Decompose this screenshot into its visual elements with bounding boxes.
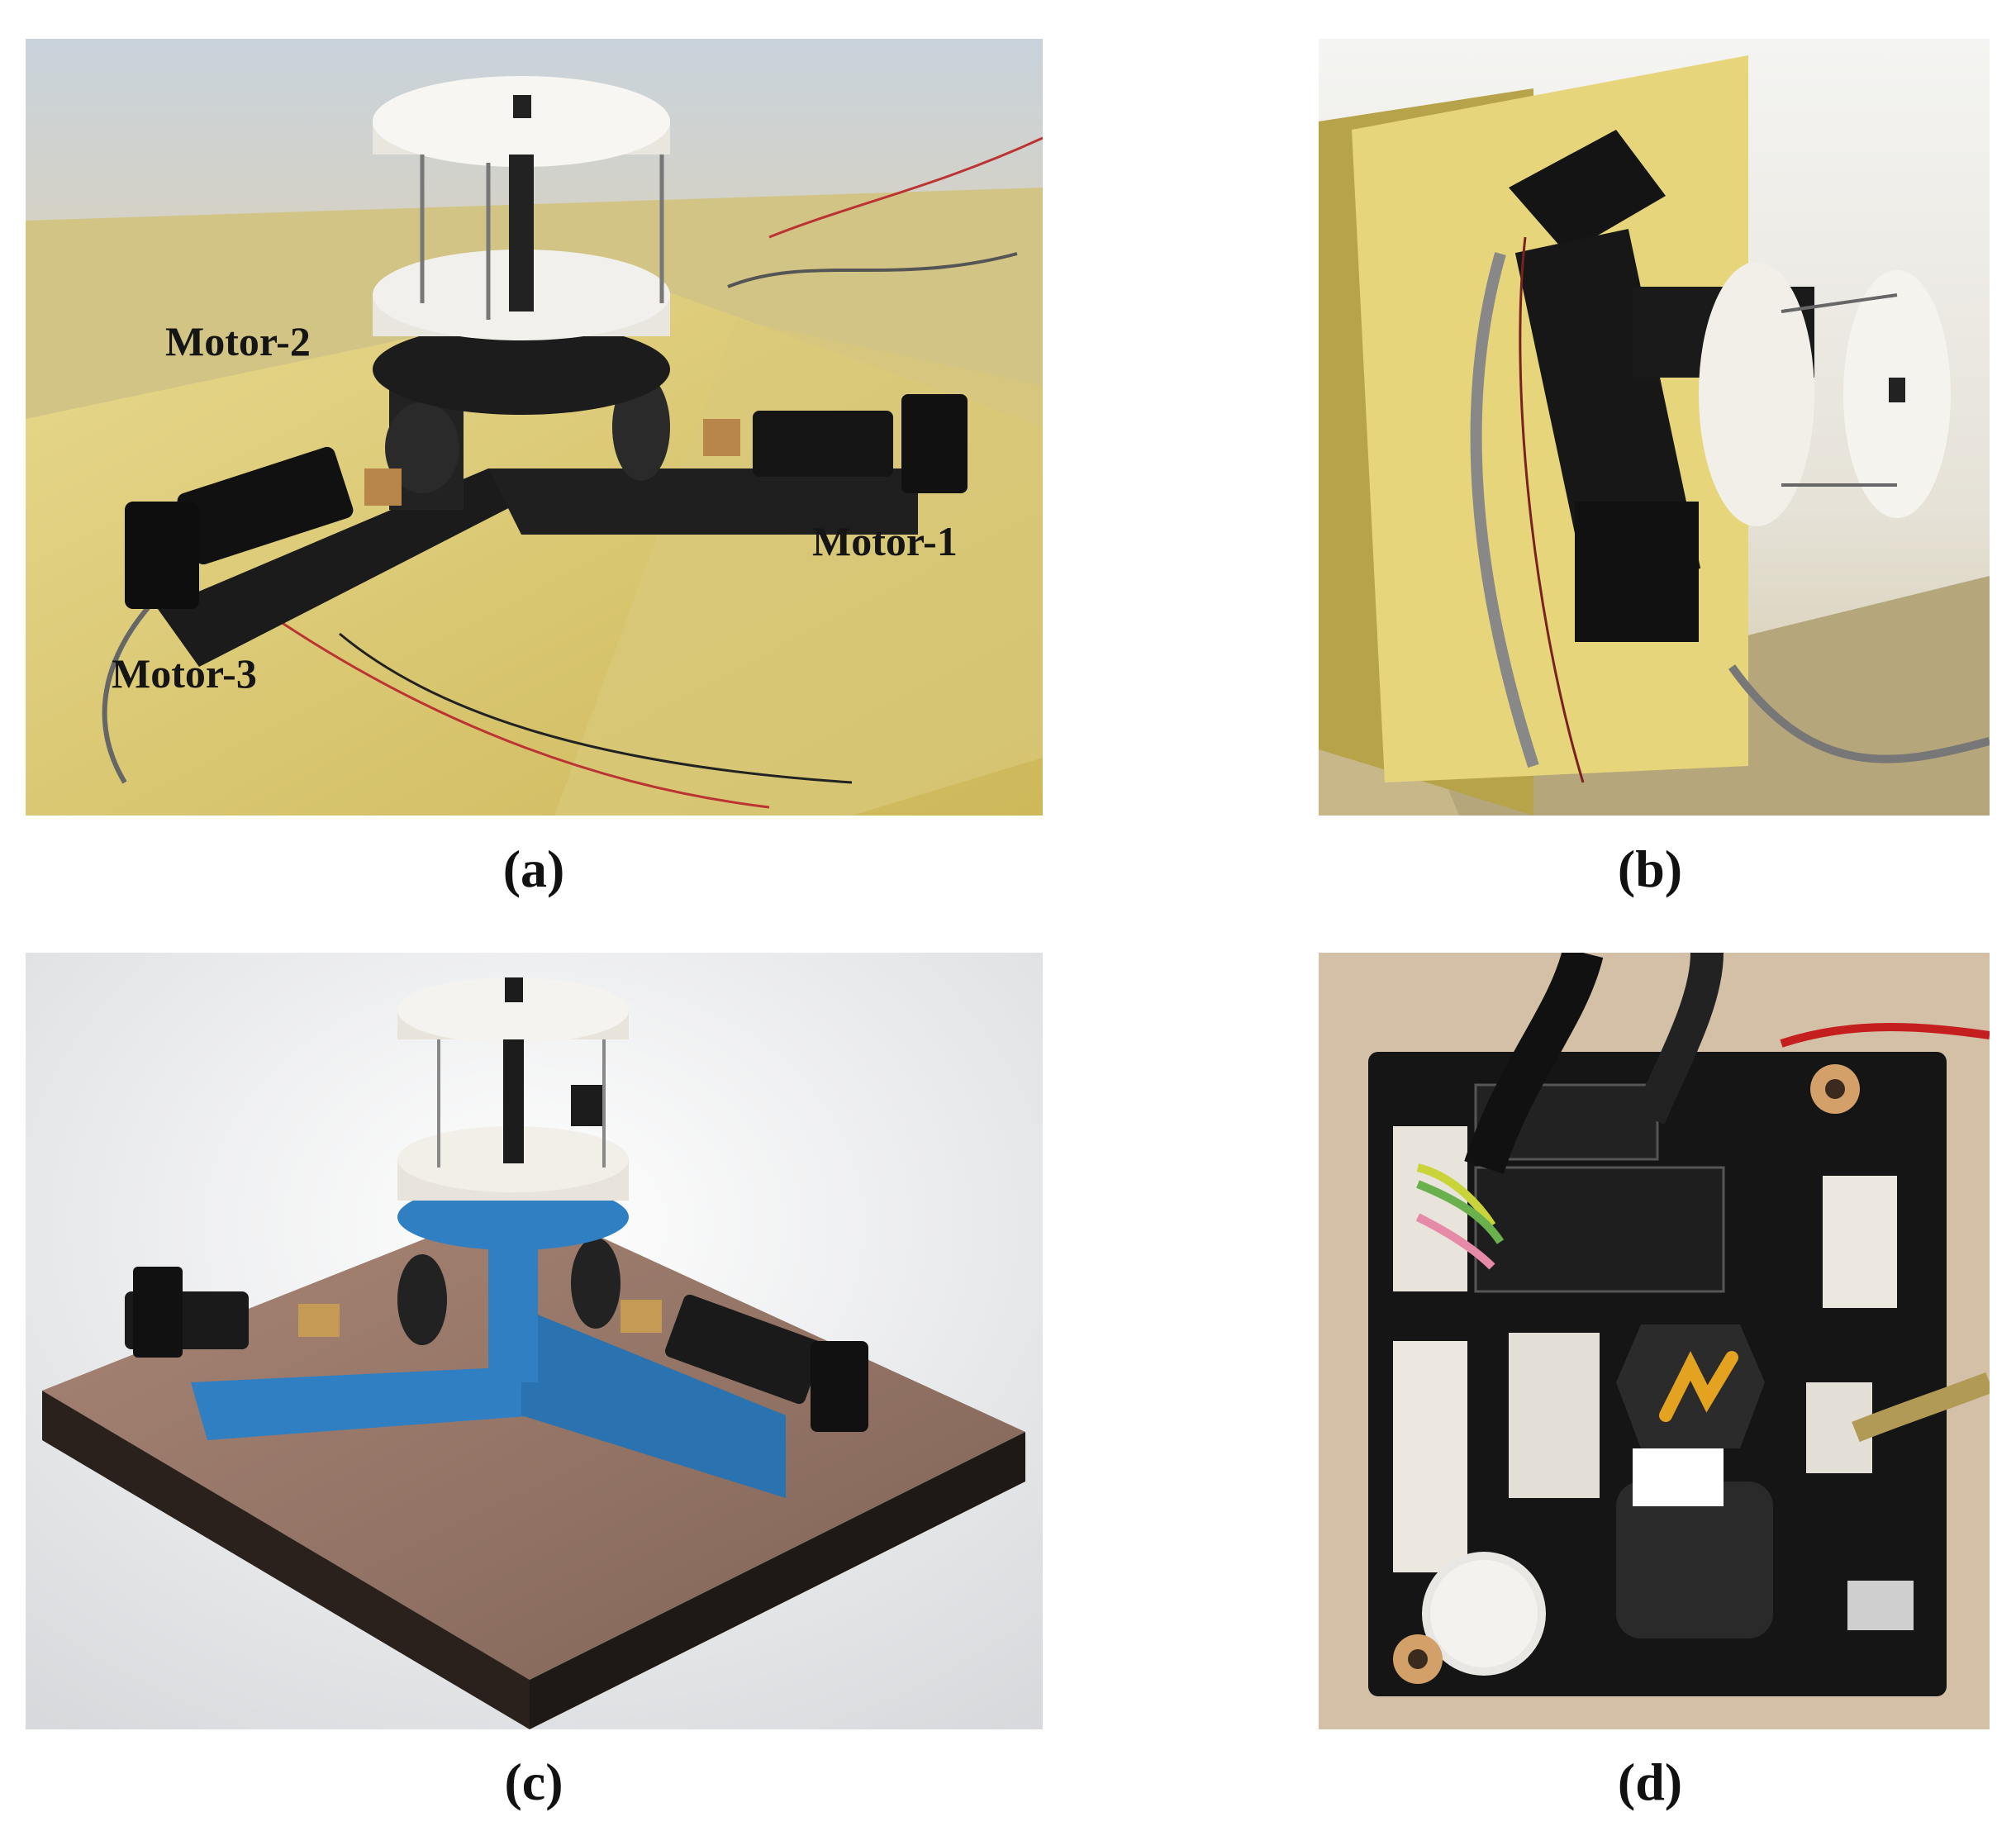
caption-c: (c) [504,1753,563,1811]
photo-panel-a [26,39,1043,816]
photo-panel-b [1319,39,1990,816]
render-panel-c [26,953,1043,1729]
cad-render-c [26,953,1043,1729]
caption-b: (b) [1617,839,1683,898]
caption-a: (a) [502,839,565,898]
prototype-photo-b [1319,39,1990,816]
motor-2-label: Motor-2 [165,318,311,364]
driver-board-photo-d [1319,953,1990,1729]
photo-panel-d [1319,953,1990,1729]
motor-3-label: Motor-3 [112,650,257,697]
motor-1-label: Motor-1 [812,518,958,564]
prototype-photo-a [26,39,1043,816]
caption-d: (d) [1617,1753,1683,1811]
